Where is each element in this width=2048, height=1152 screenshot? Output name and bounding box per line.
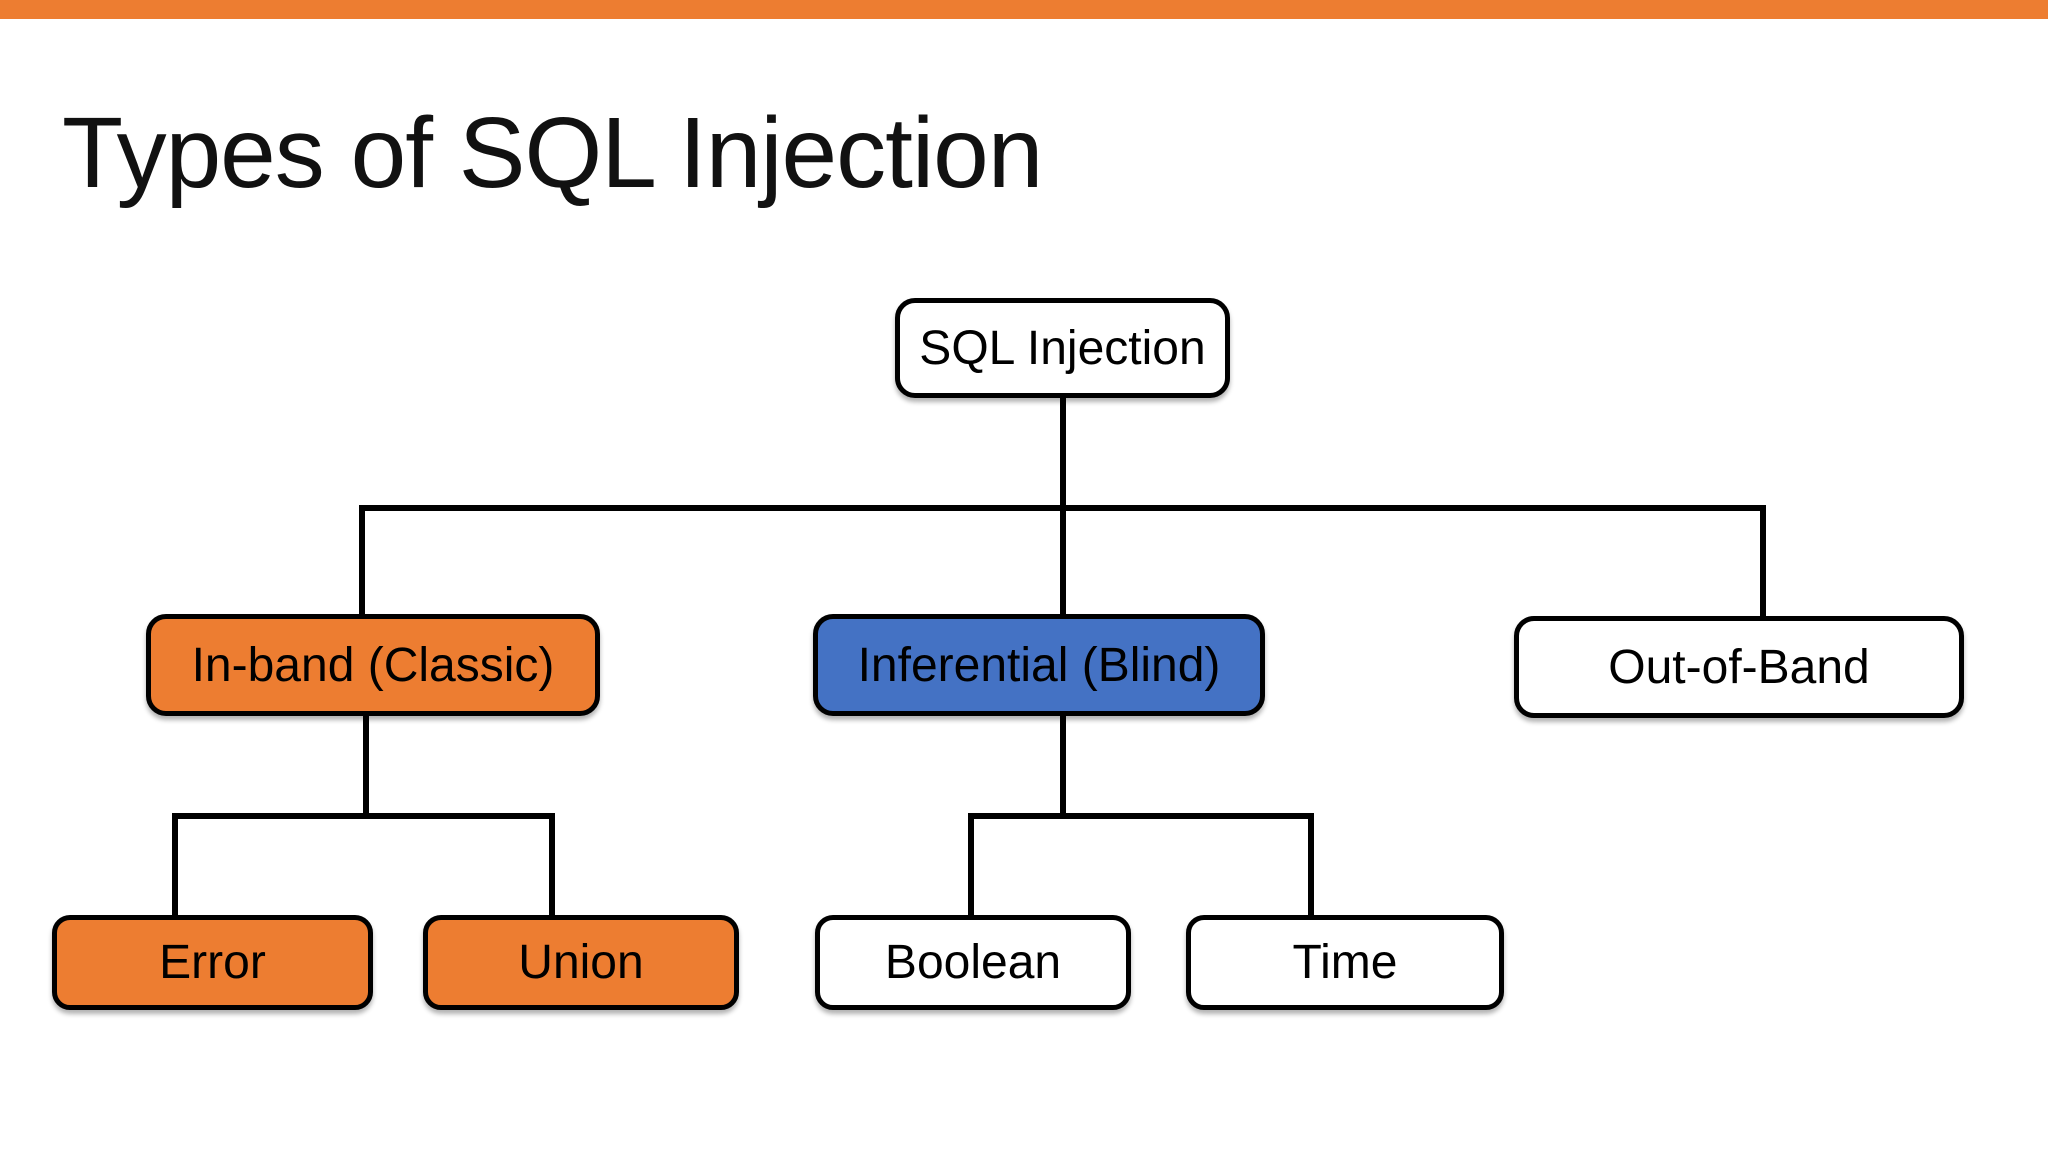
accent-top-bar [0, 0, 2048, 19]
node-error-label: Error [159, 936, 266, 989]
node-time: Time [1186, 915, 1504, 1010]
node-out-of-band-label: Out-of-Band [1608, 640, 1870, 694]
node-union: Union [423, 915, 739, 1010]
node-boolean-label: Boolean [884, 936, 1062, 989]
node-in-band-classic-label: In-band (Classic) [191, 638, 555, 692]
node-time-label: Time [1292, 936, 1398, 989]
node-sql-injection-label: SQL Injection [919, 321, 1206, 375]
node-boolean: Boolean [815, 915, 1131, 1010]
node-inferential-blind-label: Inferential (Blind) [857, 638, 1221, 692]
node-error: Error [52, 915, 373, 1010]
node-union-label: Union [518, 936, 644, 989]
node-sql-injection: SQL Injection [895, 298, 1230, 398]
node-in-band-classic: In-band (Classic) [146, 614, 600, 716]
page-title: Types of SQL Injection [62, 97, 1043, 209]
node-out-of-band: Out-of-Band [1514, 616, 1964, 718]
node-inferential-blind: Inferential (Blind) [813, 614, 1265, 716]
